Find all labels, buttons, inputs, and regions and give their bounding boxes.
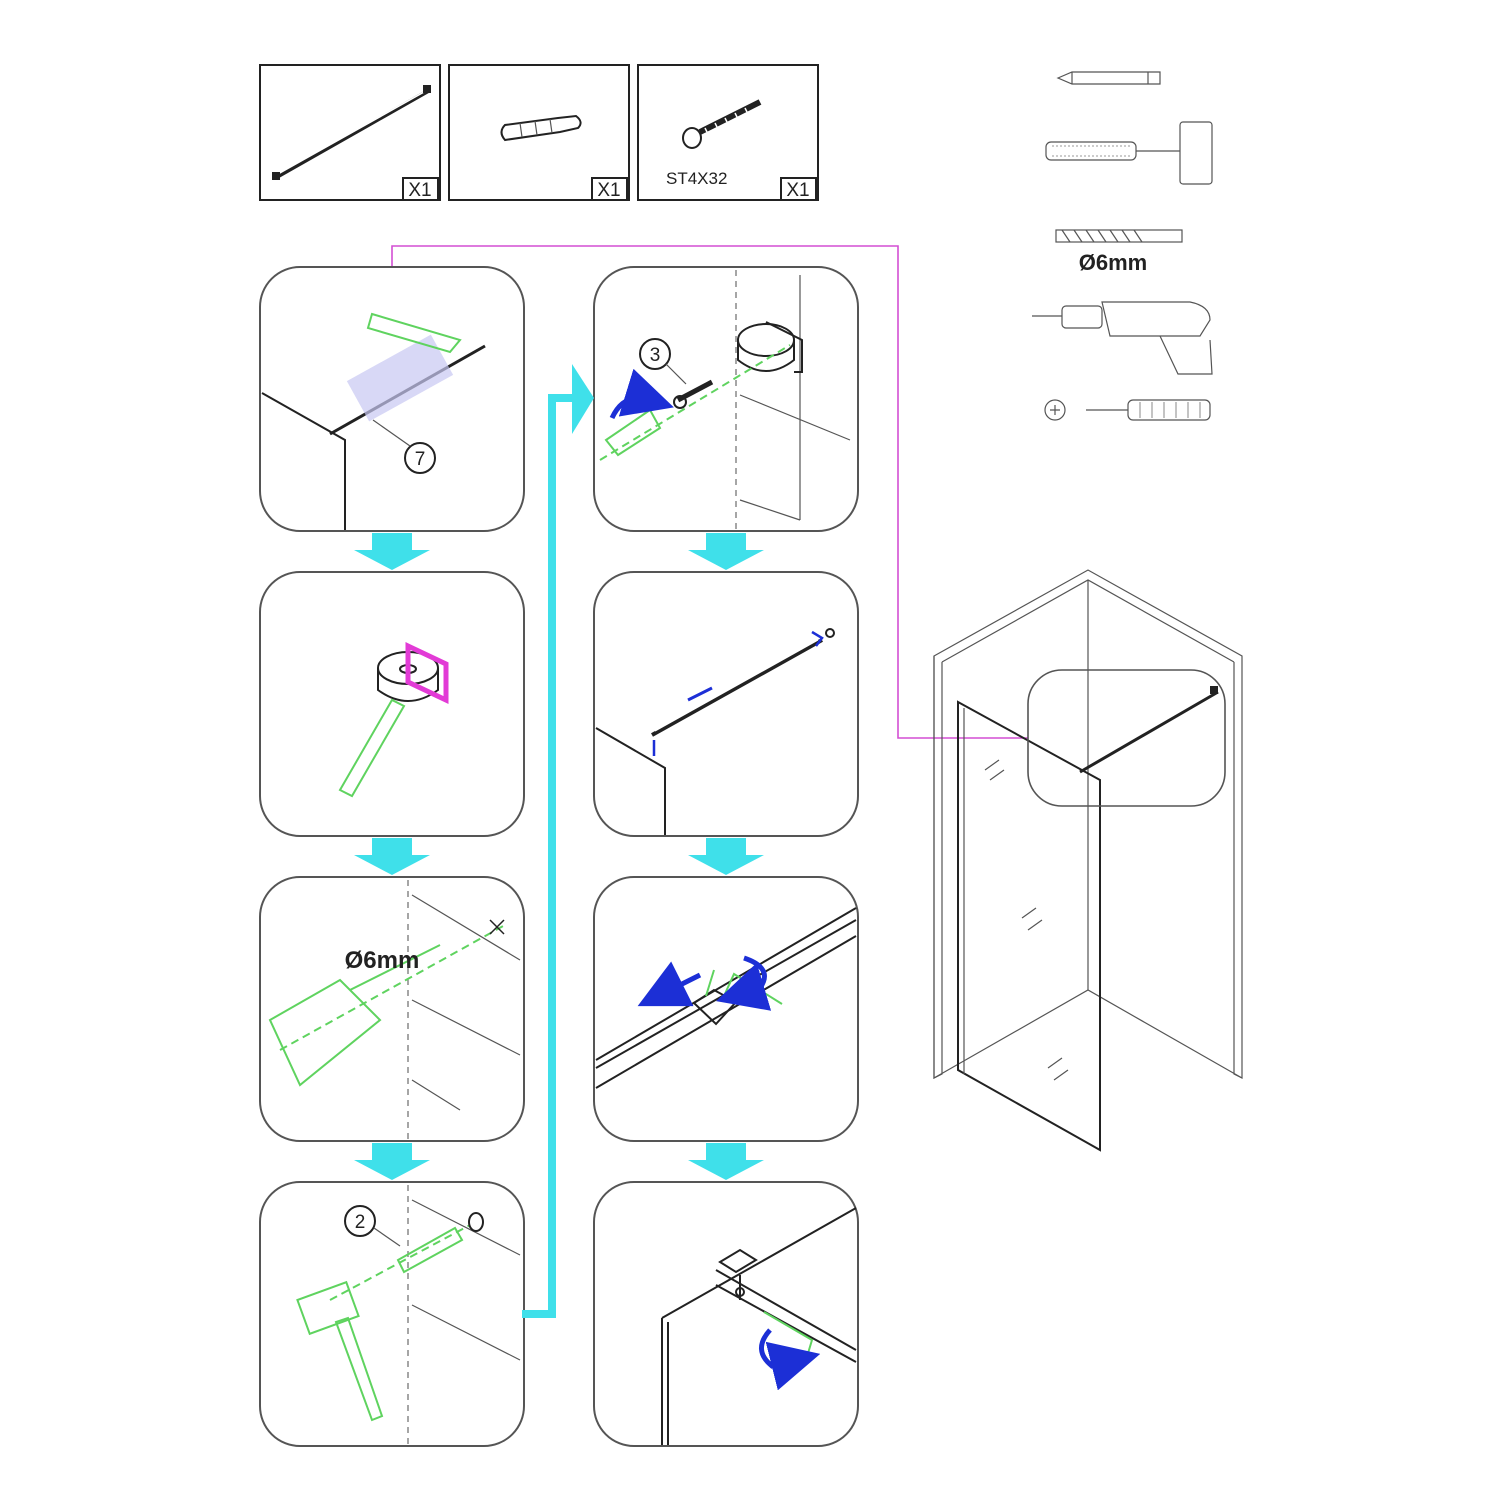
step-8-panel (593, 1181, 859, 1447)
detail-callout-box (1027, 669, 1226, 807)
step-6-panel (593, 571, 859, 837)
parts-box-wall-plug: X1 (448, 64, 630, 201)
shower-enclosure-overview (933, 569, 1243, 1152)
drill-bit-size-label: Ø6mm (1079, 250, 1147, 275)
parts-box-screw: ST4X32 X1 (637, 64, 819, 201)
step-callout: 2 (355, 1212, 366, 1233)
flow-arrow-right (572, 364, 594, 434)
connector-line (391, 245, 1028, 739)
drill-bit-icon (1055, 229, 1183, 243)
qty-label: X1 (597, 180, 620, 201)
screw-size-label: ST4X32 (666, 169, 727, 188)
screwdriver-icon (1044, 399, 1211, 421)
flow-arrow-down (354, 838, 430, 875)
step-5-panel: 3 (593, 266, 859, 532)
flow-arrow-down (354, 533, 430, 570)
flow-arrow-down (688, 533, 764, 570)
flow-arrow-connector (522, 394, 574, 1318)
power-drill-icon (1032, 301, 1213, 375)
flow-arrow-down (688, 838, 764, 875)
step-7-panel (593, 876, 859, 1142)
parts-box-rod: X1 (259, 64, 441, 201)
qty-label: X1 (408, 180, 431, 201)
qty-label: X1 (786, 180, 809, 201)
step-4-panel: 2 (259, 1181, 525, 1447)
step-2-panel (259, 571, 525, 837)
hammer-icon (1045, 121, 1213, 185)
flow-arrows (354, 533, 764, 1180)
step-callout: 3 (650, 345, 661, 366)
pencil-icon (1056, 71, 1161, 85)
flow-arrow-down (688, 1143, 764, 1180)
flow-arrow-down (354, 1143, 430, 1180)
drill-size-label: Ø6mm (345, 947, 420, 974)
step-1-panel: 7 (259, 266, 525, 532)
step-3-panel: Ø6mm (259, 876, 525, 1142)
step-callout: 7 (415, 449, 426, 470)
